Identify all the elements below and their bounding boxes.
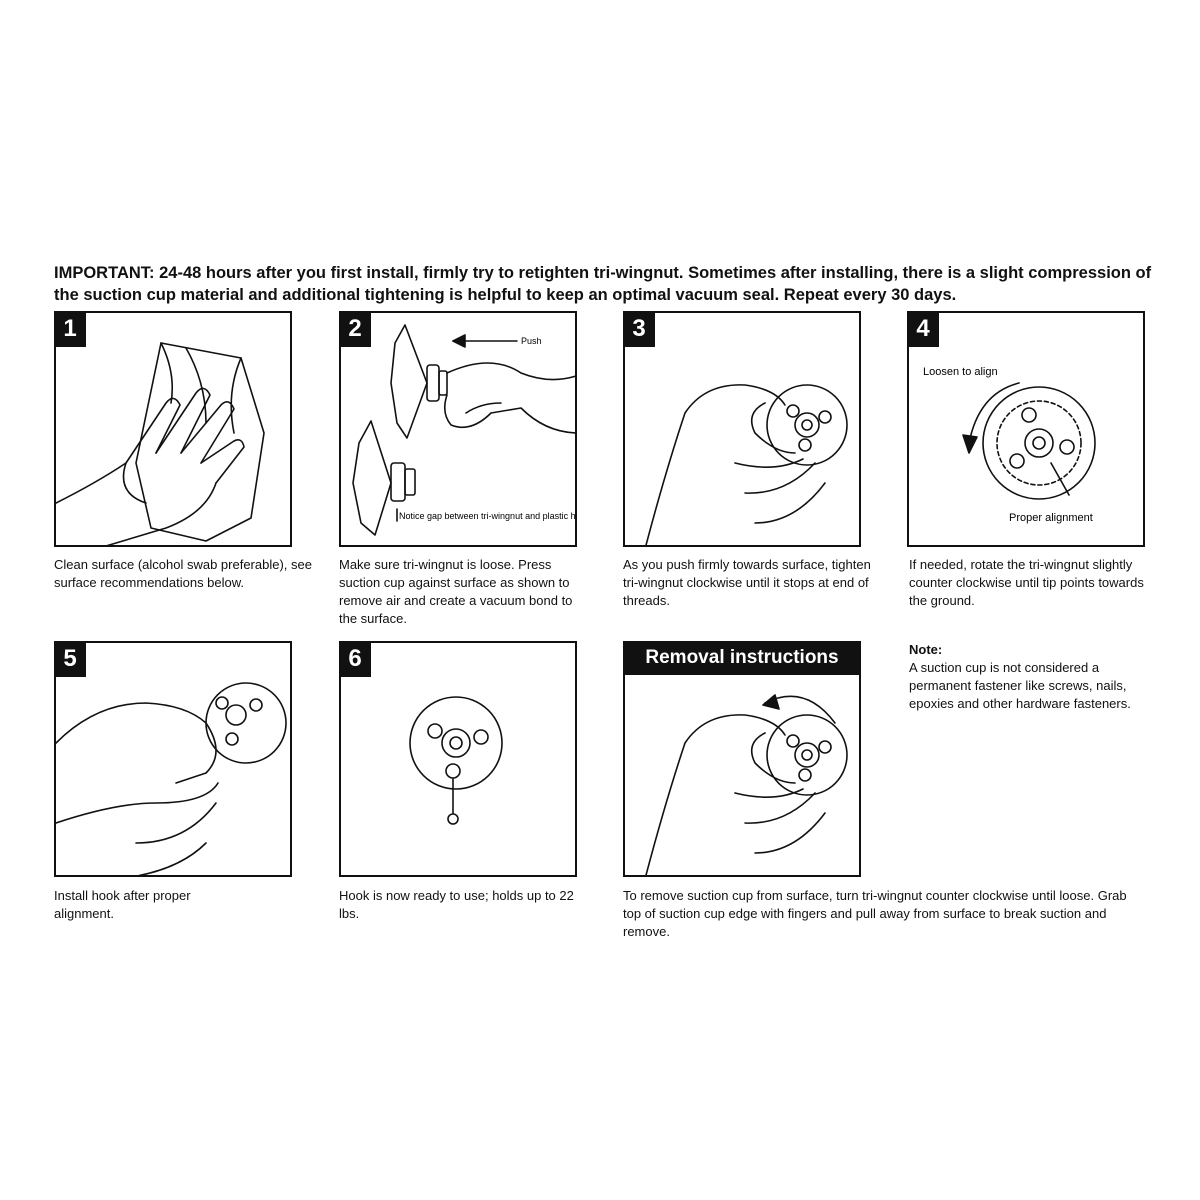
step-number: 6 — [339, 641, 371, 677]
tightening-wingnut-illustration — [625, 313, 861, 547]
push-label: Push — [521, 336, 542, 346]
gap-label: Notice gap between tri-wingnut and plast… — [399, 511, 577, 521]
loosen-label: Loosen to align — [923, 366, 998, 378]
installing-hook-illustration — [56, 643, 292, 877]
step-1-panel: 1 — [54, 311, 292, 547]
alignment-label: Proper alignment — [1009, 512, 1093, 524]
step-6-panel: 6 — [339, 641, 577, 877]
gap-label-text: Notice gap between tri-wingnut and plast… — [399, 511, 577, 521]
step-2-caption: Make sure tri-wingnut is loose. Press su… — [339, 556, 587, 628]
step-1-caption: Clean surface (alcohol swab preferable),… — [54, 556, 332, 592]
step-6-caption: Hook is now ready to use; holds up to 22… — [339, 887, 587, 923]
step-number: 2 — [339, 311, 371, 347]
removal-illustration — [625, 643, 861, 877]
step-number: 3 — [623, 311, 655, 347]
step-2-panel: Push Notice gap between tri-wingnut and … — [339, 311, 577, 547]
hook-ready-illustration — [341, 643, 577, 877]
step-number: 1 — [54, 311, 86, 347]
removal-panel: Removal instructions — [623, 641, 861, 877]
step-5-panel: 5 — [54, 641, 292, 877]
step-5-caption: Install hook after proper alignment. — [54, 887, 254, 923]
step-3-caption: As you push firmly towards surface, tigh… — [623, 556, 871, 610]
removal-caption: To remove suction cup from surface, turn… — [623, 887, 1148, 941]
step-3-panel: 3 — [623, 311, 861, 547]
note-body: A suction cup is not considered a perman… — [909, 659, 1149, 713]
aligning-wingnut-illustration: Loosen to align Proper alignment — [909, 313, 1145, 547]
step-number: 4 — [907, 311, 939, 347]
step-4-caption: If needed, rotate the tri-wingnut slight… — [909, 556, 1149, 610]
step-number: 5 — [54, 641, 86, 677]
important-notice: IMPORTANT: 24-48 hours after you first i… — [54, 262, 1154, 306]
removal-title: Removal instructions — [623, 641, 861, 675]
note-title: Note: — [909, 641, 942, 659]
cleaning-hand-illustration — [56, 313, 292, 547]
step-4-panel: Loosen to align Proper alignment 4 — [907, 311, 1145, 547]
pressing-suction-cup-illustration: Push Notice gap between tri-wingnut and … — [341, 313, 577, 547]
